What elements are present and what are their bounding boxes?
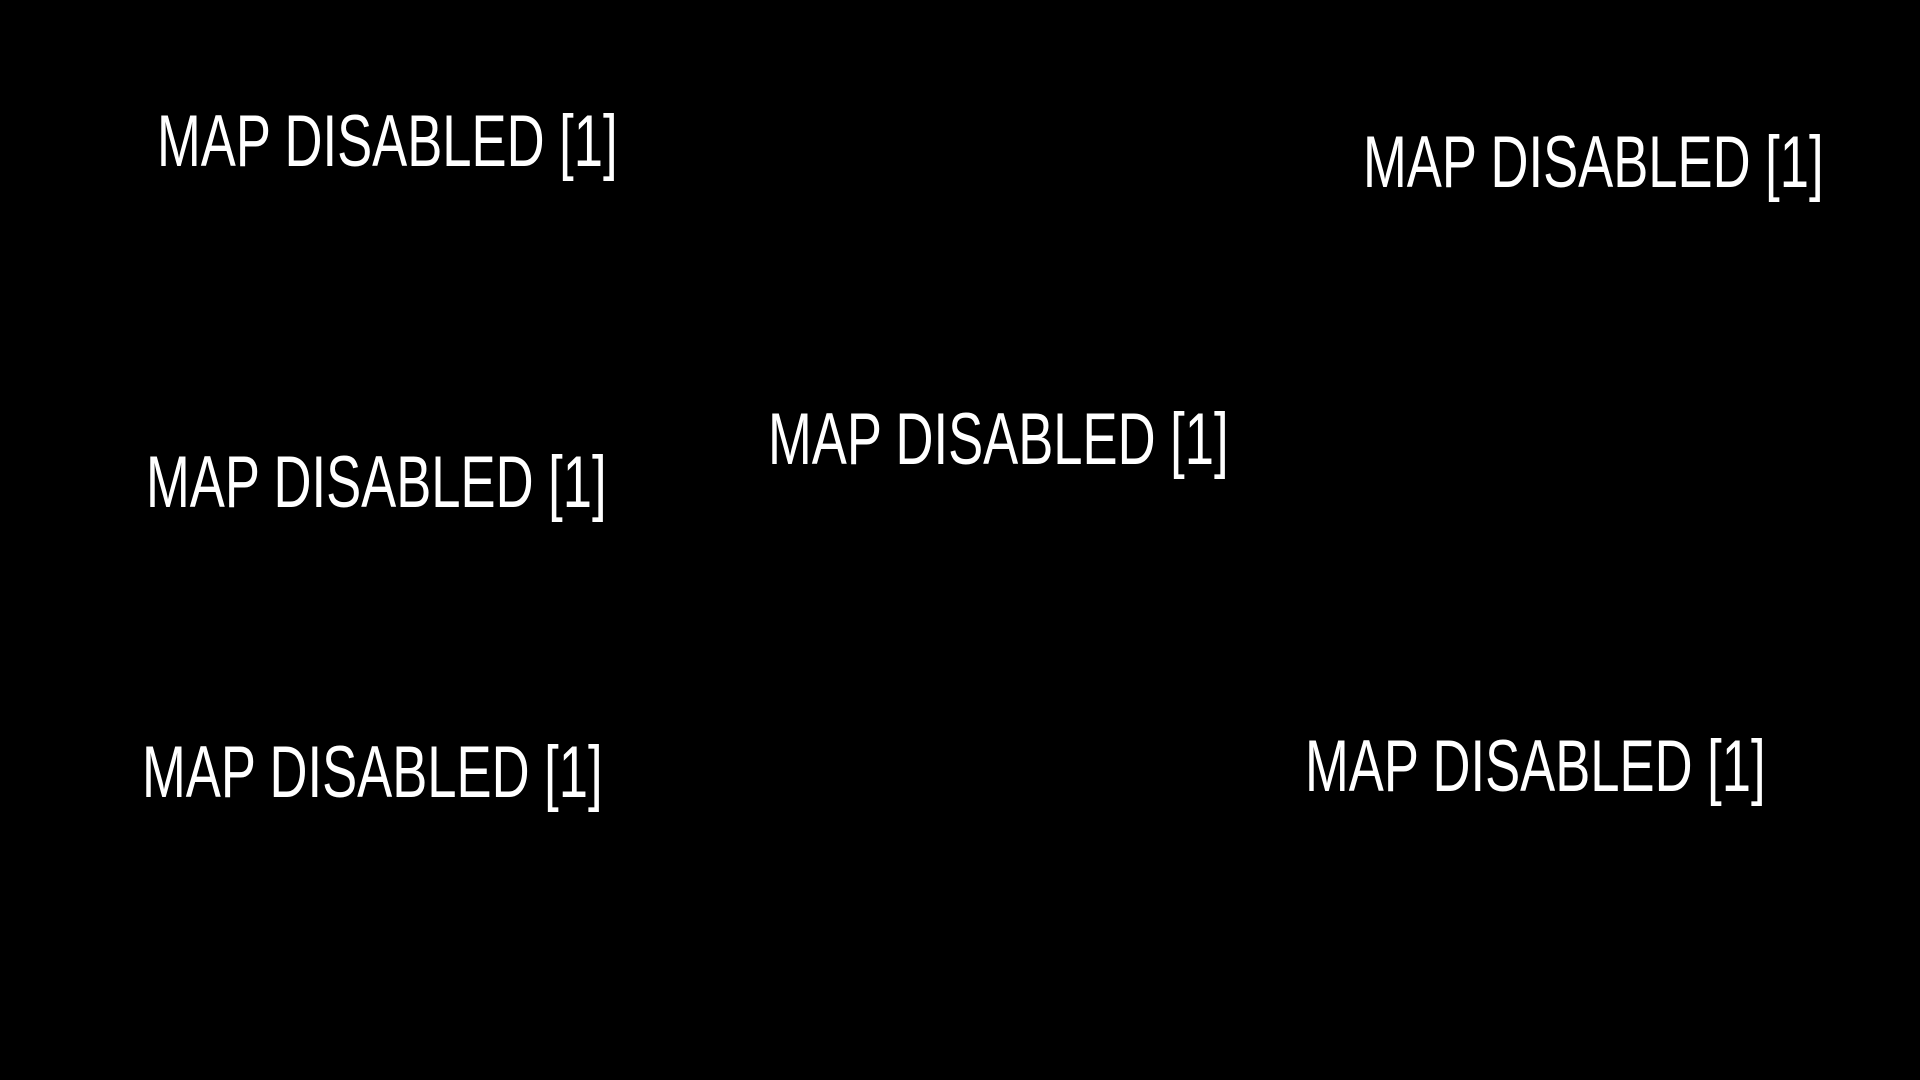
map-disabled-message-top-left: MAP DISABLED [1]	[157, 101, 618, 182]
map-disabled-message-middle-center: MAP DISABLED [1]	[768, 399, 1229, 480]
map-disabled-message-top-right: MAP DISABLED [1]	[1363, 122, 1824, 203]
map-disabled-message-bottom-right: MAP DISABLED [1]	[1305, 726, 1766, 807]
map-disabled-message-bottom-left: MAP DISABLED [1]	[142, 732, 603, 813]
map-disabled-message-middle-left: MAP DISABLED [1]	[146, 442, 607, 523]
